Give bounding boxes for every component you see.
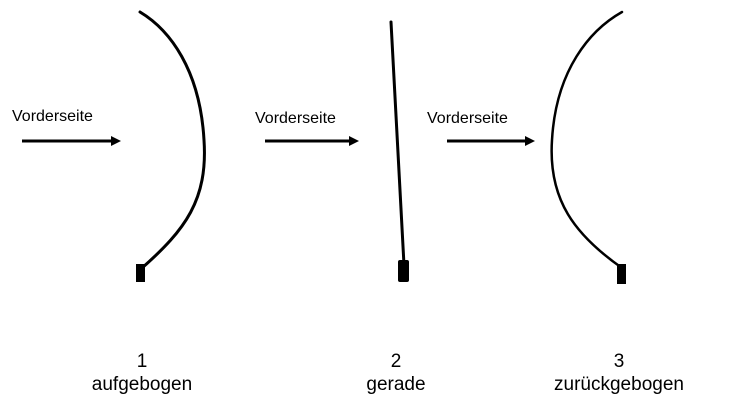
caption-1: 1 aufgebogen (32, 350, 252, 396)
caption-2: 2 gerade (286, 350, 506, 396)
caption-1-label: aufgebogen (91, 374, 193, 395)
caption-2-number: 2 (390, 351, 402, 372)
curve-concave (550, 10, 624, 270)
front-label-2: Vorderseite (255, 110, 336, 127)
line-straight (389, 20, 406, 267)
front-label-1: Vorderseite (12, 108, 93, 125)
base-block (617, 264, 626, 284)
front-label-3: Vorderseite (427, 110, 508, 127)
panel-1-shape (136, 10, 206, 282)
panel-2-shape (389, 20, 409, 282)
caption-3-label: zurückgebogen (554, 374, 684, 395)
caption-3: 3 zurückgebogen (509, 350, 729, 396)
caption-2-label: gerade (366, 374, 426, 395)
base-block (398, 260, 409, 282)
base-block (136, 264, 145, 282)
caption-1-number: 1 (136, 351, 148, 372)
panel-3-shape (550, 10, 626, 284)
curve-convex (138, 10, 206, 270)
caption-3-number: 3 (613, 351, 625, 372)
